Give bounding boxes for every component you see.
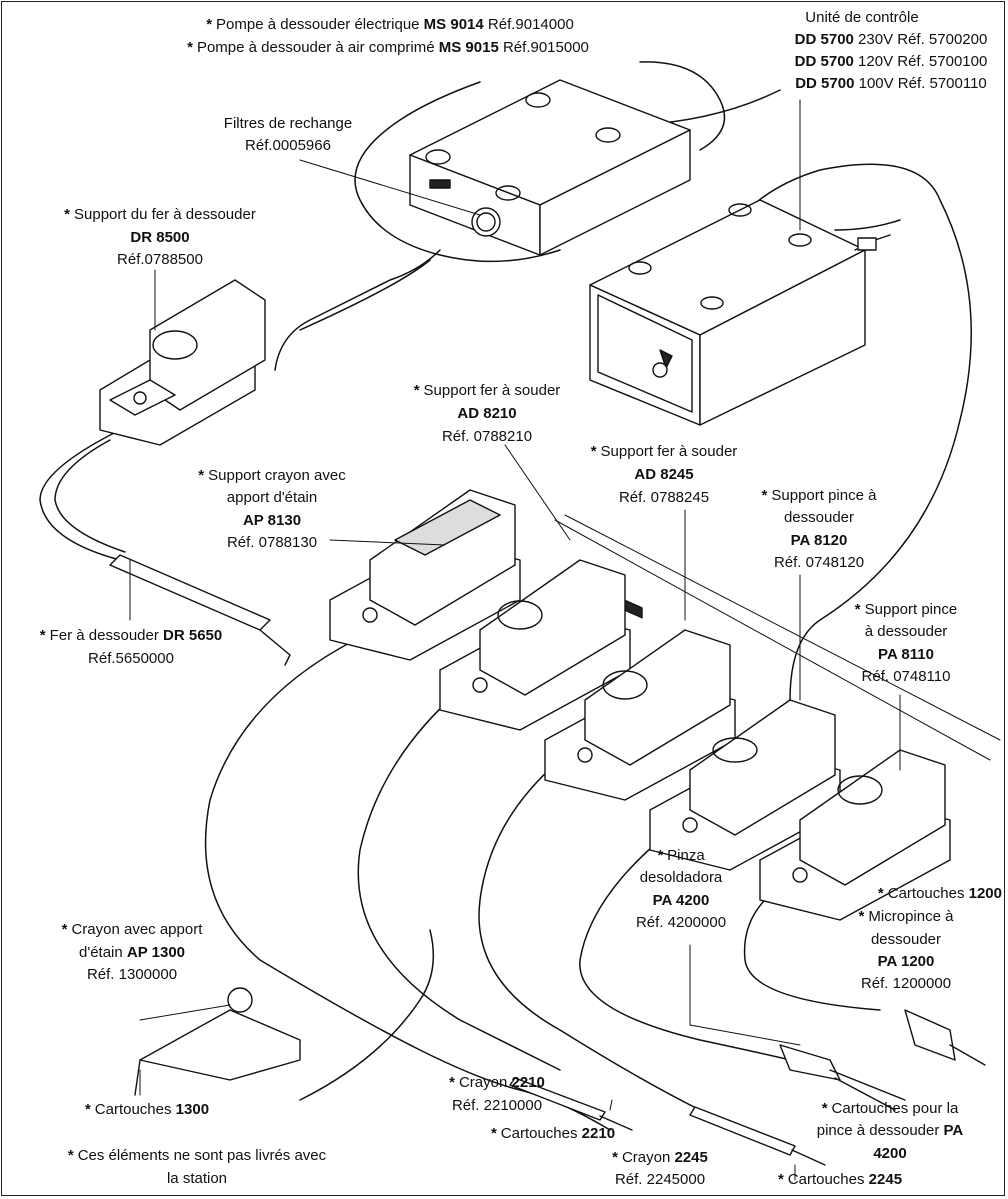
pump-illustration <box>409 79 691 256</box>
label-control-unit-row1: DD 5700 230V Réf. 5700200 <box>794 31 988 48</box>
label-pa4200-line2: desoldadora <box>639 869 723 886</box>
label-control-unit-row3: DD 5700 100V Réf. 5700110 <box>795 75 987 92</box>
control-unit-illustration <box>589 199 891 619</box>
label-pa8110-line1: *Support pince <box>854 601 958 618</box>
label-pump-line2: *Pompe à dessouder à air comprimé MS 901… <box>187 39 589 56</box>
stand-dr8500 <box>99 279 266 446</box>
footnote-line2: la station <box>166 1170 228 1187</box>
cables <box>39 61 1001 1131</box>
label-crayon-2245-ref: Réf. 2245000 <box>614 1171 706 1188</box>
label-pa1200-line2: dessouder <box>870 931 942 948</box>
label-pa8110-model: PA 8110 <box>878 646 934 663</box>
label-ad8245-model: AD 8245 <box>634 466 694 483</box>
label-filters-ref: Réf.0005966 <box>245 137 331 154</box>
label-pa8110-ref: Réf. 0748110 <box>861 668 951 685</box>
label-cartouches-1300: *Cartouches 1300 <box>84 1101 210 1118</box>
label-cart-pa4200-model: 4200 <box>873 1145 907 1162</box>
label-dr8500-ref: Réf.0788500 <box>117 251 203 268</box>
label-ad8245-title: *Support fer à souder <box>590 443 738 460</box>
micro-tweezer-pa1200 <box>904 1009 986 1066</box>
label-cart-pa4200-line2: pince à dessouder PA <box>816 1122 964 1139</box>
label-ap1300-line2: d'étain AP 1300 <box>78 944 186 961</box>
label-ap8130-model: AP 8130 <box>242 512 302 529</box>
label-pump-line1: *Pompe à dessouder électrique MS 9014 Ré… <box>206 16 574 33</box>
label-cartouches-2245: *Cartouches 2245 <box>777 1171 903 1188</box>
stand-pa8110 <box>759 749 951 921</box>
label-dr5650-ref: Réf.5650000 <box>88 650 174 667</box>
label-cart-pa4200-line1: *Cartouches pour la <box>821 1100 959 1117</box>
label-dr5650-title: *Fer à dessouder DR 5650 <box>39 627 223 644</box>
pencil-2210 <box>509 1077 633 1131</box>
label-ad8210-title: *Support fer à souder <box>413 382 561 399</box>
label-pa1200-line1: *Micropince à <box>858 908 954 925</box>
pencil-ap1300 <box>134 987 301 1096</box>
label-ad8245-ref: Réf. 0788245 <box>618 489 710 506</box>
label-pa4200-model: PA 4200 <box>652 892 710 909</box>
label-pa8120-line2: dessouder <box>783 509 855 526</box>
label-pa8120-model: PA 8120 <box>790 532 848 549</box>
label-ad8210-model: AD 8210 <box>457 405 517 422</box>
stand-pa8120 <box>649 699 841 871</box>
label-pa1200-ref: Réf. 1200000 <box>860 975 952 992</box>
label-cartouches-1200: *Cartouches 1200 <box>877 885 1002 902</box>
label-cartouches-2210: *Cartouches 2210 <box>490 1125 616 1142</box>
label-crayon-2245: *Crayon 2245 <box>612 1149 708 1166</box>
label-ap1300-ref: Réf. 1300000 <box>86 966 178 983</box>
label-dr8500-model: DR 8500 <box>130 229 190 246</box>
label-pa1200-model: PA 1200 <box>877 953 935 970</box>
label-pa8110-line2: à dessouder <box>864 623 948 640</box>
pencil-2245 <box>689 1106 826 1166</box>
label-crayon-2210-ref: Réf. 2210000 <box>451 1097 543 1114</box>
label-filters-title: Filtres de rechange <box>223 115 353 132</box>
label-pa4200-line1: *Pinza <box>657 847 705 864</box>
label-dr8500-title: *Support du fer à dessouder <box>64 206 256 223</box>
label-pa4200-ref: Réf. 4200000 <box>635 914 727 931</box>
label-control-unit-row2: DD 5700 120V Réf. 5700100 <box>794 53 988 70</box>
label-ap1300-line1: *Crayon avec apport <box>61 921 203 938</box>
label-control-unit-title: Unité de contrôle <box>805 9 919 26</box>
footnote-line1: *Ces éléments ne sont pas livrés avec <box>67 1147 327 1164</box>
label-crayon-2210: *Crayon 2210 <box>449 1074 545 1091</box>
label-ap8130-line2: apport d'étain <box>226 489 318 506</box>
label-ad8210-ref: Réf. 0788210 <box>441 428 533 445</box>
label-pa8120-line1: *Support pince à <box>761 487 877 504</box>
desoldering-iron-dr5650 <box>109 554 291 666</box>
label-ap8130-line1: *Support crayon avec <box>198 467 346 484</box>
label-ap8130-ref: Réf. 0788130 <box>226 534 318 551</box>
label-pa8120-ref: Réf. 0748120 <box>773 554 865 571</box>
tweezer-pa4200 <box>779 1044 906 1111</box>
leader-lines <box>129 99 901 1181</box>
stand-ap8130 <box>329 489 521 661</box>
